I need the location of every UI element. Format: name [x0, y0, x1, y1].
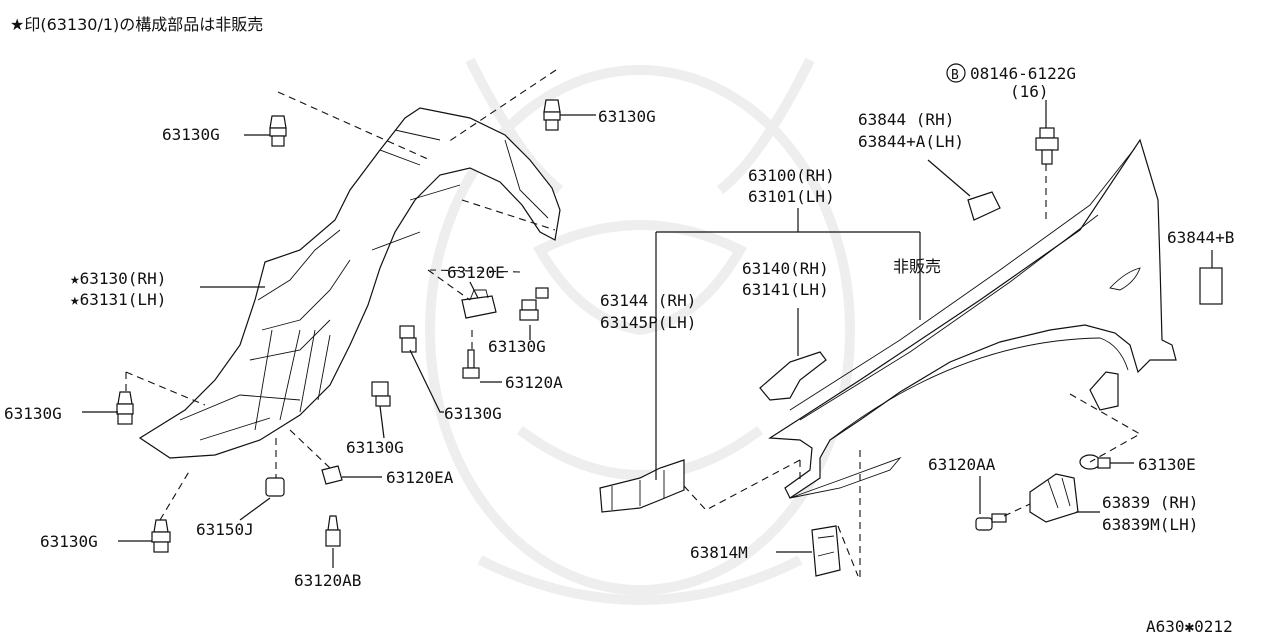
label-63814m: 63814M [690, 543, 748, 562]
label-63100-rh: 63100(RH) [748, 166, 835, 185]
screw-63120ab [325, 515, 341, 547]
label-63120ab: 63120AB [294, 571, 361, 590]
clip-63130e [1079, 454, 1111, 470]
label-63130g-lower: 63130G [346, 438, 404, 457]
label-63101-lh: 63101(LH) [748, 187, 835, 206]
clip-63130g-top-right [543, 99, 561, 131]
clip-63844 [967, 191, 1001, 221]
label-63839-rh: 63839 (RH) [1102, 493, 1198, 512]
front-fender [768, 138, 1177, 499]
label-63141-lh: 63141(LH) [742, 280, 829, 299]
label-63839m-lh: 63839M(LH) [1102, 515, 1198, 534]
label-63120ea: 63120EA [386, 468, 454, 487]
label-63130e: 63130E [1138, 455, 1196, 474]
label-bolt-circle: B [951, 68, 959, 83]
label-63131-lh: ★63131(LH) [70, 290, 166, 309]
assembly-lines-left [125, 69, 557, 521]
clip-63130g-bottom [151, 519, 171, 553]
label-08146-6122g: 08146-6122G [970, 64, 1076, 83]
label-63140-rh: 63140(RH) [742, 259, 829, 278]
clip-63130g-left [116, 391, 134, 425]
clip-63120e [461, 289, 497, 319]
watermark-emblem [425, 57, 855, 605]
bolt-63120aa [975, 513, 1007, 531]
clip-63130g-mid [519, 287, 549, 321]
bolt-circle-marker [946, 63, 966, 83]
screw-63120a [462, 349, 480, 379]
clip-63130g-center [371, 325, 417, 407]
bracket-63144 [599, 459, 685, 513]
bolt-08146-6122g [1035, 127, 1059, 165]
label-bolt-qty: (16) [1010, 82, 1049, 101]
label-63130g-center: 63130G [444, 404, 502, 423]
label-63144-rh: 63144 (RH) [600, 291, 696, 310]
label-63844-rh: 63844 (RH) [858, 110, 954, 129]
label-63150j: 63150J [196, 520, 254, 539]
leader-lines-left [82, 114, 596, 568]
diagram-code: A630✱0212 [1146, 617, 1233, 636]
clip-63130g-top-left [269, 115, 287, 147]
nut-63120ea [321, 465, 343, 485]
label-63130g-mid: 63130G [488, 337, 546, 356]
seal-63844b [1199, 267, 1223, 305]
label-63130g-bottom: 63130G [40, 532, 98, 551]
labels: 63130G 63130G ★63130(RH) ★63131(LH) 6312… [4, 63, 1234, 636]
fender-liner [138, 107, 561, 459]
grommet-63150j [265, 477, 285, 497]
assembly-lines-right [683, 164, 1142, 580]
label-63130-rh: ★63130(RH) [70, 269, 166, 288]
bracket-63814m [811, 525, 841, 577]
label-63145p-lh: 63145P(LH) [600, 313, 696, 332]
label-not-sold: 非販売 [893, 257, 941, 276]
bracket-63140 [759, 351, 827, 401]
leader-lines-right [655, 100, 1213, 553]
label-63130g-top-right: 63130G [598, 107, 656, 126]
label-63844b: 63844+B [1167, 228, 1234, 247]
header-note: ★印(63130/1)の構成部品は非販売 [10, 15, 263, 34]
label-63130g-left: 63130G [4, 404, 62, 423]
mud-guard-bracket [1089, 371, 1119, 411]
label-63120a: 63120A [505, 373, 563, 392]
protector-63839 [1029, 473, 1079, 523]
label-63120aa: 63120AA [928, 455, 996, 474]
label-63844a-lh: 63844+A(LH) [858, 132, 964, 151]
label-63120e: 63120E [447, 263, 505, 282]
label-63130g-top-left: 63130G [162, 125, 220, 144]
